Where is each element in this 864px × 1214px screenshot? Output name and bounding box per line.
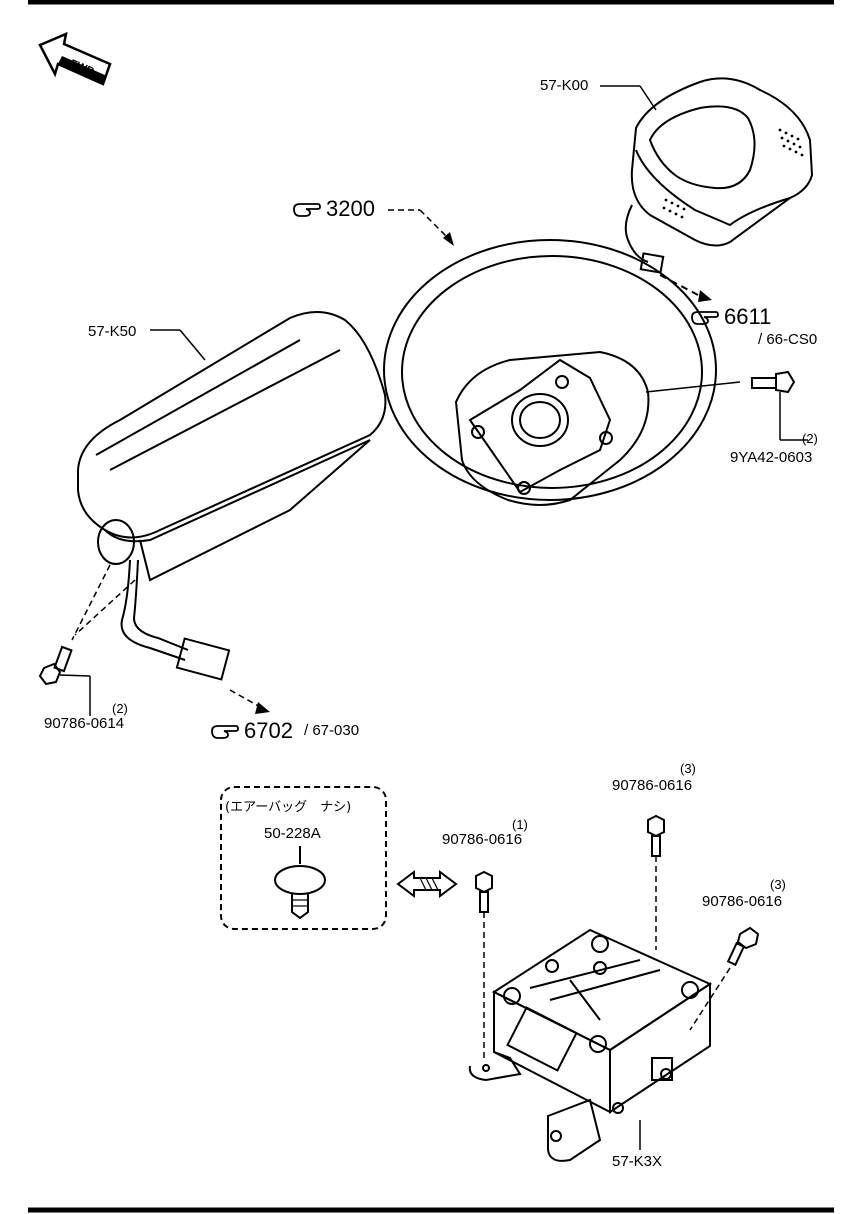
label-unit-b: 90786-0616 [612,777,693,794]
double-arrow-icon [396,870,458,898]
qty-90786-0614: (2) [112,701,128,716]
ref-6702-sub: / 67-030 [304,722,360,739]
label-57-k3x: 57-K3X [612,1153,663,1170]
ref-3200[interactable]: 3200 [292,198,375,220]
hand-pointer-icon [293,203,321,217]
bolt-unit-a [475,870,493,1060]
no-airbag-note-title: (エアーバッグ ナシ) [225,800,352,815]
driver-airbag-pad [600,77,814,302]
passenger-airbag-module [71,311,387,714]
label-unit-a: 90786-0616 [442,831,523,848]
fwd-arrow-icon: FWD [38,31,112,86]
label-90786-0614: 90786-0614 [44,715,125,732]
no-airbag-note-box [220,786,387,930]
hand-pointer-icon [211,725,239,739]
sensor-unit [468,928,713,1162]
ref-3200-number: 3200 [326,196,375,221]
cap-50-228a [274,846,326,920]
ref-6611-sub: / 66-CS0 [758,331,818,348]
bolt-9ya42 [751,370,808,441]
label-57-k50: 57-K50 [88,323,137,340]
steering-wheel [383,209,741,506]
qty-9ya42: (2) [802,431,818,446]
ref-6702-number: 6702 [244,718,293,743]
qty-unit-a: (1) [512,817,528,832]
ref-6702[interactable]: 6702 [210,720,293,742]
ref-6611[interactable]: 6611 [690,306,771,328]
label-57-k00: 57-K00 [540,77,589,94]
label-unit-c: 90786-0616 [702,893,783,910]
label-9ya42-0603: 9YA42-0603 [730,449,813,466]
bolt-90786-0614 [38,645,91,716]
bolt-unit-c [689,926,760,1031]
qty-unit-c: (3) [770,877,786,892]
ref-6611-number: 6611 [724,304,772,329]
bolt-unit-b [647,814,665,950]
qty-unit-b: (3) [680,761,696,776]
hand-pointer-icon [691,311,719,325]
label-50-228a: 50-228A [264,825,321,842]
